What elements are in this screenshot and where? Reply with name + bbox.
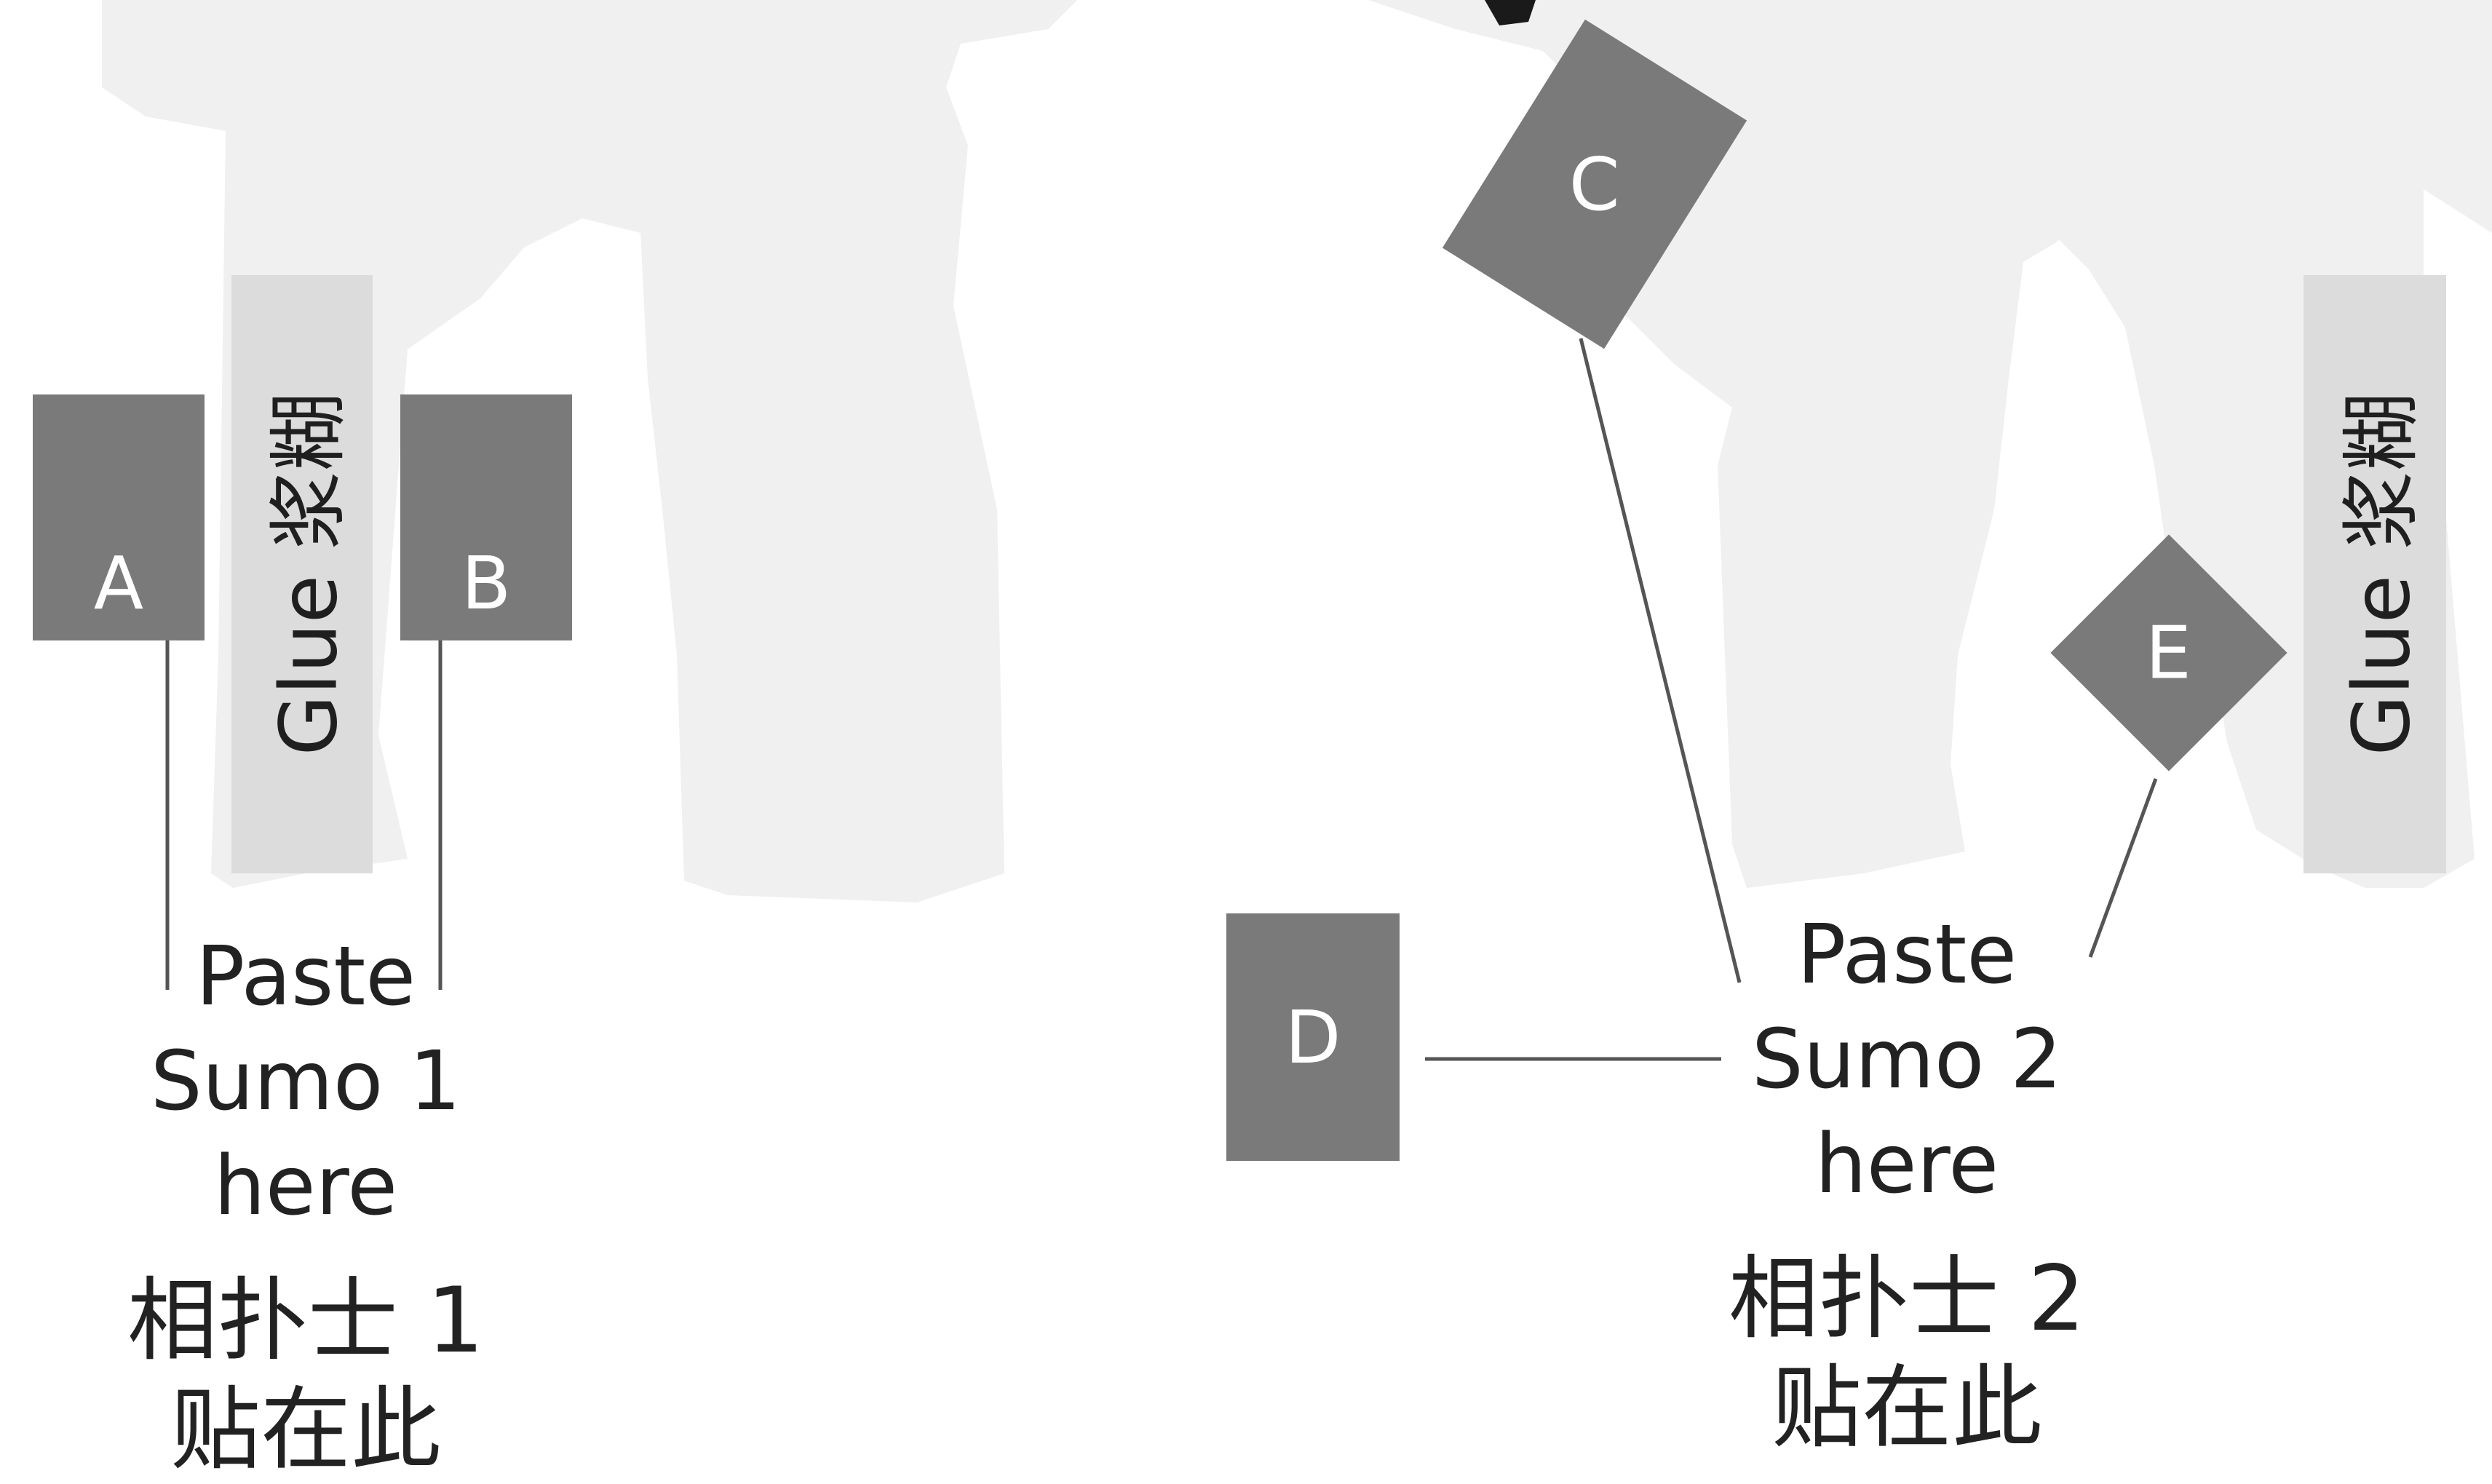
paste-line-1: Paste <box>1796 908 2017 1002</box>
tab-a: A <box>33 394 205 640</box>
leader-lines <box>165 338 2158 1061</box>
glue-label-sumo-1: Glue 浆糊 <box>263 392 355 756</box>
glue-strip-sumo-1: Glue 浆糊 <box>231 275 373 873</box>
paste-line-2: Sumo 2 <box>1751 1012 2063 1107</box>
paste-line-3: here <box>213 1139 398 1234</box>
glue-label-sumo-2: Glue 浆糊 <box>2336 392 2428 756</box>
tab-d: D <box>1226 913 1400 1161</box>
chinese-instruction-sumo-1: 相扑士 1 贴在此 <box>87 1266 524 1484</box>
cn-line-2: 贴在此 <box>170 1378 441 1483</box>
chinese-instruction-sumo-2: 相扑士 2 贴在此 <box>1689 1245 2125 1463</box>
tab-a-letter: A <box>93 541 144 626</box>
leader-line-c <box>1579 338 1742 983</box>
cn-line-2: 贴在此 <box>1771 1356 2042 1461</box>
glue-strip-sumo-2: Glue 浆糊 <box>2303 275 2446 873</box>
tab-b: B <box>400 394 572 640</box>
tab-e-letter: E <box>2146 610 2192 696</box>
paste-line-1: Paste <box>195 929 416 1024</box>
tab-d-letter: D <box>1285 994 1341 1080</box>
leader-line-e <box>2088 778 2158 958</box>
tab-c-letter: C <box>1569 141 1620 227</box>
cropped-mark <box>1485 0 1536 25</box>
paste-instruction-sumo-2: Paste Sumo 2 here <box>1703 902 2111 1217</box>
cn-line-1: 相扑士 1 <box>127 1269 485 1373</box>
paste-line-2: Sumo 1 <box>150 1034 461 1129</box>
paste-instruction-sumo-1: Paste Sumo 1 here <box>102 924 509 1239</box>
tab-b-letter: B <box>461 541 512 626</box>
cn-line-1: 相扑士 2 <box>1728 1247 2086 1352</box>
paste-line-3: here <box>1814 1117 1999 1212</box>
